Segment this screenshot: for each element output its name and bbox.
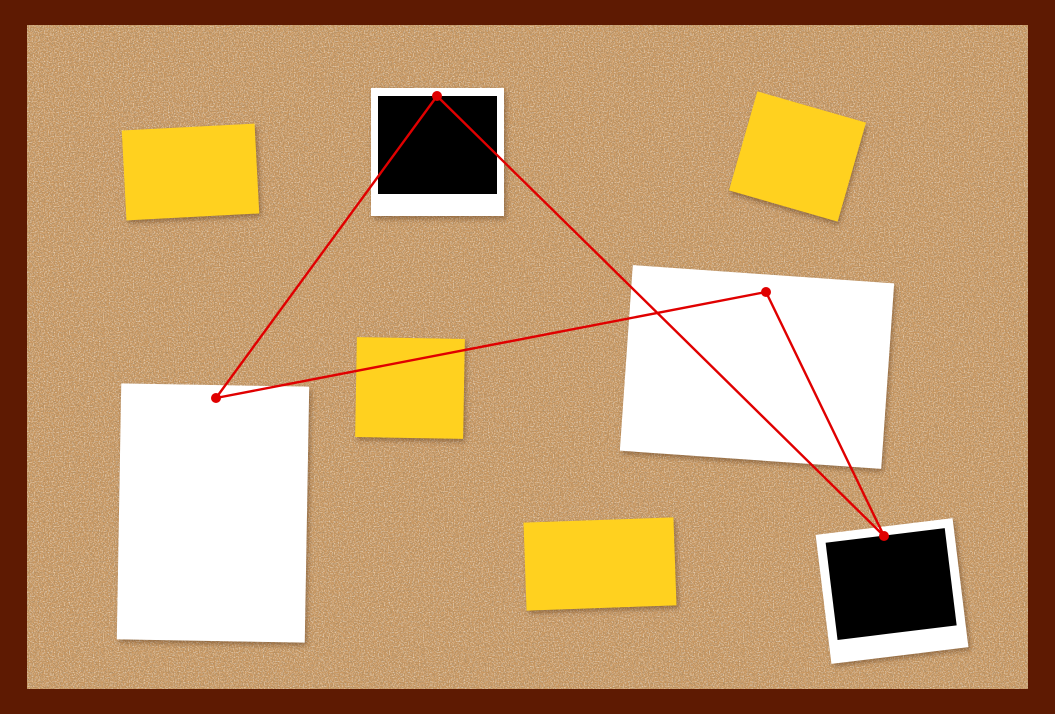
photo-area xyxy=(825,528,957,640)
polaroid-photo-bottom-right[interactable] xyxy=(815,518,969,664)
sticky-note-top-left[interactable] xyxy=(121,123,260,221)
sticky-note-bottom[interactable] xyxy=(523,517,677,611)
photo-area xyxy=(378,96,497,194)
paper-sheet-right[interactable] xyxy=(619,265,895,469)
paper-sheet-left[interactable] xyxy=(116,383,310,643)
polaroid-photo-top[interactable] xyxy=(371,88,504,216)
sticky-note-center[interactable] xyxy=(355,337,465,439)
